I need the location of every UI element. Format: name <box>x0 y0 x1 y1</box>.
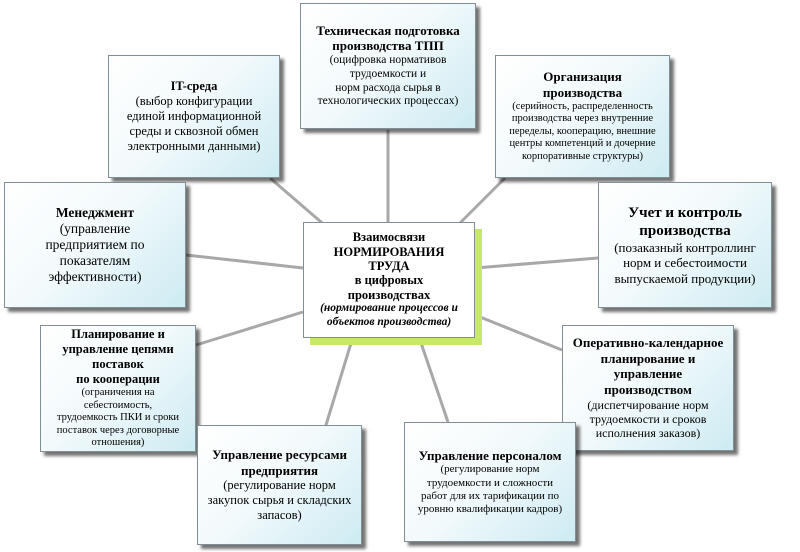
node-hr-desc: (регулирование норм трудоемкости и сложн… <box>417 463 563 515</box>
node-supply-title: Планирование и управление цепями поставо… <box>62 327 174 387</box>
node-org-desc: (серийность, распределенность производст… <box>509 100 656 162</box>
node-res-desc: (регулирование норм закупок сырья и скла… <box>207 478 352 523</box>
connector-control <box>474 256 599 270</box>
center-title: Взаимосвязи НОРМИРОВАНИЯ ТРУДА в цифровы… <box>333 230 445 302</box>
connector-oper <box>474 313 563 352</box>
connector-supply <box>195 310 304 347</box>
node-hr-title: Управление персоналом <box>418 447 562 463</box>
node-mgmt-desc: (управление предприятием по показателям … <box>45 220 145 285</box>
node-control-title: Учет и контроль производства <box>628 204 742 239</box>
node-it-title: IT-среда <box>170 79 218 93</box>
node-tpp: Техническая подготовка производства ТПП … <box>300 3 476 129</box>
node-it-desc: (выбор конфигурации единой информационно… <box>126 94 262 153</box>
connector-it <box>269 176 329 230</box>
node-res: Управление ресурсами предприятия (регули… <box>197 425 362 545</box>
node-oper-title: Оперативно-календарное планирование и уп… <box>572 335 724 397</box>
node-res-title: Управление ресурсами предприятия <box>212 446 347 478</box>
node-org-title: Организация производства <box>542 69 623 101</box>
node-tpp-title: Техническая подготовка производства ТПП <box>316 22 460 54</box>
node-control: Учет и контроль производства (позаказный… <box>598 182 772 308</box>
node-hr: Управление персоналом (регулирование нор… <box>404 422 576 542</box>
connector-res <box>320 339 354 439</box>
node-it: IT-среда (выбор конфигурации единой инфо… <box>108 55 280 178</box>
node-control-desc: (позаказный контроллинг норм и себестоим… <box>614 239 756 286</box>
node-mgmt-title: Менеджмент <box>55 204 135 220</box>
center-node: Взаимосвязи НОРМИРОВАНИЯ ТРУДА в цифровы… <box>303 222 475 338</box>
node-oper-desc: (диспетчирование норм трудоемкости и сро… <box>587 397 709 441</box>
connector-hr <box>418 339 450 423</box>
node-supply: Планирование и управление цепями поставо… <box>40 325 196 452</box>
node-mgmt: Менеджмент (управление предприятием по п… <box>4 182 186 308</box>
connector-org <box>453 176 507 230</box>
node-supply-desc: (ограничения на себестоимость, трудоемко… <box>56 387 180 449</box>
center-note: (нормирование процессов и объектов произ… <box>320 302 458 328</box>
connector-mgmt <box>185 253 304 270</box>
node-org: Организация производства (серийность, ра… <box>495 55 670 178</box>
node-oper: Оперативно-календарное планирование и уп… <box>562 325 734 451</box>
node-tpp-desc: (оцифровка нормативов трудоемкости и нор… <box>317 54 459 108</box>
